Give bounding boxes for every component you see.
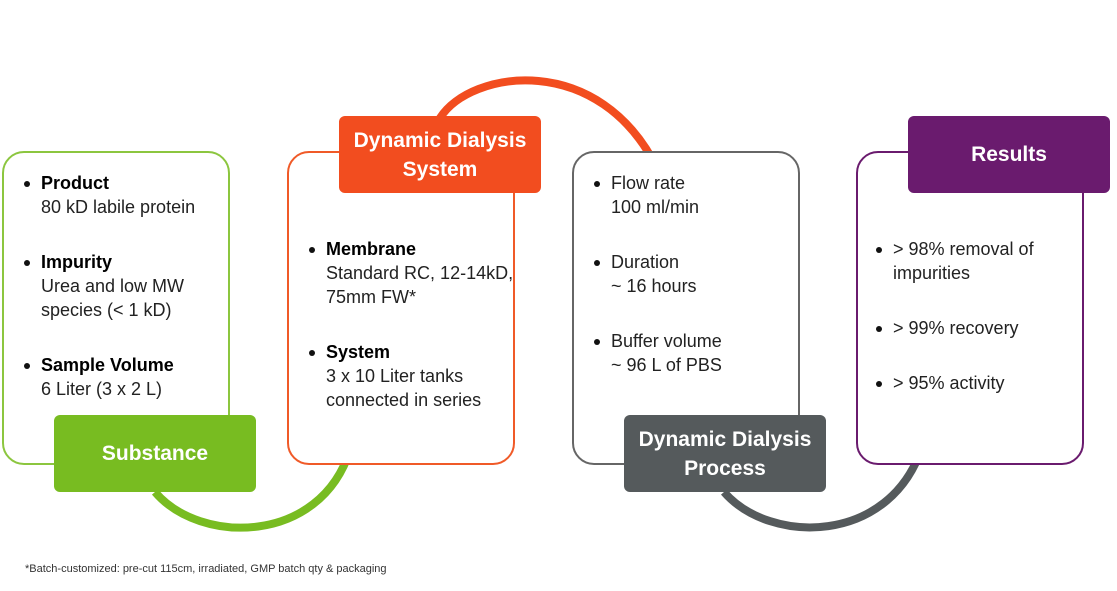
item-text: 80 kD labile protein bbox=[41, 197, 196, 217]
list-item: Duration ~ 16 hours bbox=[594, 250, 799, 298]
gray-arc-arrow bbox=[720, 445, 926, 532]
item-text: > 98% removal of impurities bbox=[893, 239, 1034, 283]
item-title: Impurity bbox=[41, 252, 113, 272]
process-box: Flow rate 100 ml/min Duration ~ 16 hours B… bbox=[572, 151, 800, 465]
list-item: Product 80 kD labile protein bbox=[24, 171, 229, 219]
list-item: > 95% activity bbox=[876, 371, 1076, 395]
item-text: 100 ml/min bbox=[611, 197, 700, 217]
item-text: 6 Liter (3 x 2 L) bbox=[41, 379, 163, 399]
list-item: > 99% recovery bbox=[876, 316, 1076, 340]
list-item: > 98% removal of impurities bbox=[876, 237, 1076, 285]
item-title: Product bbox=[41, 173, 110, 193]
list-item: System 3 x 10 Liter tanks connected in se… bbox=[309, 340, 514, 412]
item-text: > 99% recovery bbox=[893, 318, 1019, 338]
orange-arc-arrow bbox=[436, 76, 662, 172]
item-title: System bbox=[326, 342, 391, 362]
substance-label: Substance bbox=[54, 415, 256, 492]
item-text: ~ 96 L of PBS bbox=[611, 355, 722, 375]
results-box: > 98% removal of impurities > 99% recove… bbox=[856, 151, 1084, 465]
results-label: Results bbox=[908, 116, 1110, 193]
item-text: Standard RC, 12-14kD, 75mm FW* bbox=[326, 263, 514, 307]
list-item: Sample Volume 6 Liter (3 x 2 L) bbox=[24, 353, 229, 401]
item-title: Duration bbox=[611, 252, 680, 272]
list-item: Buffer volume ~ 96 L of PBS bbox=[594, 329, 799, 377]
process-label: Dynamic Dialysis Process bbox=[624, 415, 826, 492]
item-text: 3 x 10 Liter tanks connected in series bbox=[326, 366, 482, 410]
list-item: Flow rate 100 ml/min bbox=[594, 171, 799, 219]
system-label: Dynamic Dialysis System bbox=[339, 116, 541, 193]
item-text: > 95% activity bbox=[893, 373, 1005, 393]
item-text: Urea and low MW species (< 1 kD) bbox=[41, 276, 185, 320]
item-text: ~ 16 hours bbox=[611, 276, 697, 296]
footnote: *Batch-customized: pre-cut 115cm, irradi… bbox=[25, 563, 387, 575]
item-title: Buffer volume bbox=[611, 331, 722, 351]
green-arc-arrow bbox=[151, 448, 354, 532]
item-title: Flow rate bbox=[611, 173, 686, 193]
item-title: Sample Volume bbox=[41, 355, 174, 375]
item-title: Membrane bbox=[326, 239, 417, 259]
